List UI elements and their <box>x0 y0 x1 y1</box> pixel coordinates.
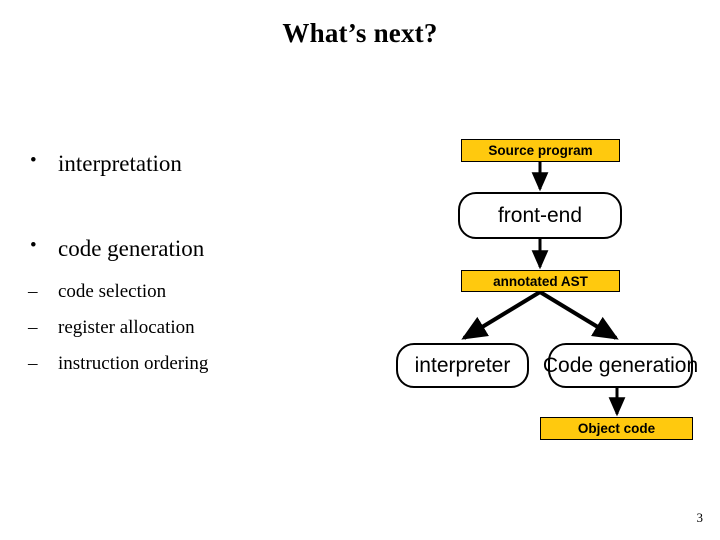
sub-bullet-label: code selection <box>58 281 167 302</box>
diagram-node-label: Code generation <box>542 353 699 377</box>
diagram-node-interpreter[interactable]: interpreter <box>396 343 529 388</box>
dash-glyph-icon: – <box>28 317 38 338</box>
diagram-node-annotated-ast[interactable]: annotated AST <box>461 270 620 292</box>
sub-bullet-label: register allocation <box>58 317 195 338</box>
diagram-node-label: Source program <box>488 143 593 158</box>
diagram-node-label: annotated AST <box>493 273 588 289</box>
sub-bullet-item-code-selection: – code selection <box>22 282 352 301</box>
sub-bullet-label: instruction ordering <box>58 353 209 374</box>
bullet-label: code generation <box>58 236 205 261</box>
bullet-label: interpretation <box>58 151 182 176</box>
diagram-node-front-end[interactable]: front-end <box>458 192 622 239</box>
diagram-node-label: front-end <box>497 203 583 227</box>
diagram-node-label: Object code <box>577 421 656 436</box>
bullet-glyph-icon: • <box>30 235 37 256</box>
diagram-node-code-generation[interactable]: Code generation <box>543 343 698 388</box>
dash-glyph-icon: – <box>28 281 38 302</box>
diagram-node-label: interpreter <box>414 353 511 377</box>
diagram-node-object-code[interactable]: Object code <box>540 417 693 440</box>
bullet-list: • interpretation • code generation – cod… <box>22 150 352 390</box>
edge-ast-to-codegen <box>538 290 619 340</box>
bullet-item-interpretation: • interpretation <box>22 150 352 176</box>
page-title: What’s next? <box>282 18 438 48</box>
dash-glyph-icon: – <box>28 353 38 374</box>
sub-bullet-item-instruction-ordering: – instruction ordering <box>22 354 352 373</box>
bullet-item-code-generation: • code generation <box>22 235 352 261</box>
page-number: 3 <box>696 510 704 525</box>
diagram-node-source-program[interactable]: Source program <box>461 139 620 162</box>
sub-bullet-item-register-allocation: – register allocation <box>22 318 352 337</box>
bullet-glyph-icon: • <box>30 150 37 171</box>
sub-bullet-list: – code selection – register allocation –… <box>22 282 352 373</box>
edge-ast-to-interpreter <box>461 290 542 340</box>
